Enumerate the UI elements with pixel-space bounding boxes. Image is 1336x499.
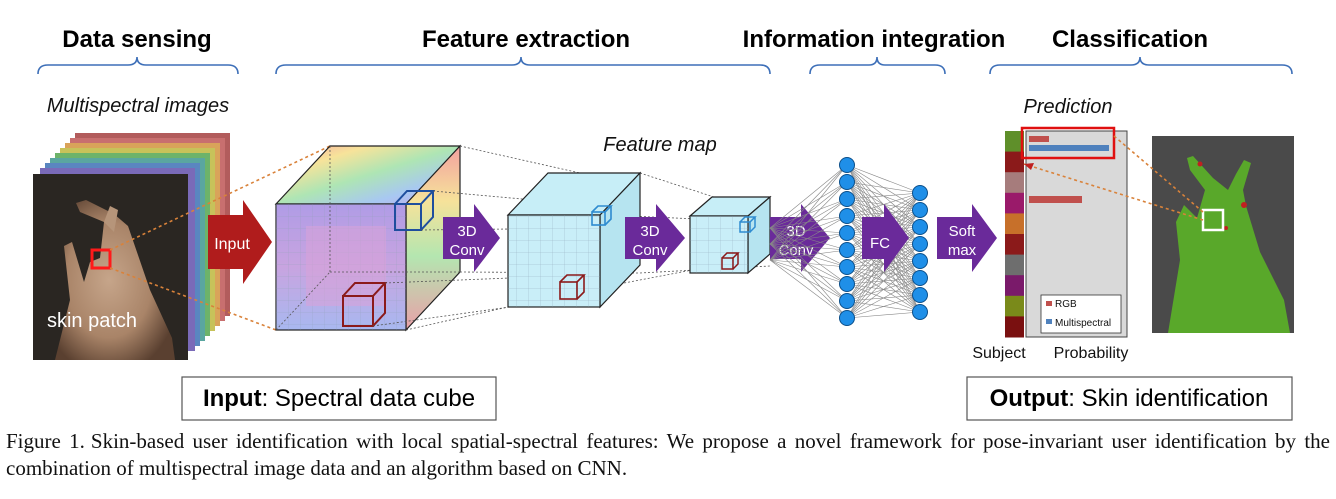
label-subject: Subject [972,345,1026,362]
brace-information-integration [809,56,946,75]
bar-multispectral-top [1029,145,1109,151]
subject-swatch [1005,234,1024,256]
label-skin-patch: skin patch [47,310,137,332]
conv-arrow-a [443,204,500,272]
label-multispectral-images: Multispectral images [47,95,229,117]
skin-patch-marker [90,248,112,270]
subject-swatch [1005,316,1024,338]
softmax-arrow [937,204,997,272]
input-box-bold: Input [203,385,262,412]
label-feature-map: Feature map [603,134,716,156]
input-box-text: : Spectral data cube [262,385,475,412]
conv-arrow-b-line1: 3D [640,223,659,240]
network-node-layer1 [839,157,855,173]
prediction-highlight [1020,126,1116,160]
legend-multispectral: Multispectral [1055,318,1111,329]
subject-swatch [1005,192,1024,214]
legend-box [1040,294,1122,334]
softmax-arrow-line1: Soft [949,223,977,240]
network-node-layer1 [839,293,855,309]
output-link-arrowhead [1024,163,1034,170]
network-node-layer1 [839,174,855,190]
conv-arrow-b-line2: Conv [632,242,668,259]
network-node-layer1 [839,276,855,292]
zoom-line-top [109,145,331,251]
network-node-layer1 [839,242,855,258]
kernel-cube-blue [394,190,436,231]
output-box-bold: Output [990,385,1069,412]
network-node-layer1 [839,310,855,326]
label-probability: Probability [1054,345,1129,362]
fc-arrow [862,204,909,272]
spectral-data-cube [274,144,462,332]
output-link-line-2 [1113,135,1204,213]
caption-text: Skin-based user identification with loca… [6,429,1330,480]
network-node-layer2 [912,236,928,252]
conv-arrow-a-line1: 3D [457,223,476,240]
brace-data-sensing [37,56,239,75]
svg-text:Input: Spectral data cube: Input: Spectral data cube [203,385,475,412]
legend-rgb: RGB [1055,299,1077,310]
subject-swatch [1005,172,1024,194]
network-node-layer2 [912,202,928,218]
network-node-layer2 [912,219,928,235]
label-prediction: Prediction [1024,96,1113,118]
brace-feature-extraction [275,56,771,75]
diagram-canvas: Data sensing Feature extraction Informat… [33,26,1294,421]
subject-swatch [1005,254,1024,276]
bar-rgb-mid [1029,196,1082,203]
bar-rgb-top [1029,136,1049,142]
caption-label: Figure 1. [6,429,85,453]
figure-caption: Figure 1.Skin-based user identification … [6,428,1330,482]
probability-chart [1020,126,1128,338]
input-arrow-label: Input [214,236,250,253]
conv-arrow-b [625,204,685,272]
network-node-layer1 [839,208,855,224]
subject-swatch [1005,213,1024,235]
input-box: Input: Spectral data cube [181,376,497,421]
output-box: Output: Skin identification [966,376,1293,421]
subject-swatch [1005,275,1024,297]
brace-classification [989,56,1293,75]
conv-arrow-a-line2: Conv [449,242,485,259]
stage-classification: Classification [1052,26,1208,53]
input-arrow [208,200,272,284]
feature-cube-2 [688,195,772,275]
subject-color-strip [1005,131,1024,338]
network-node-layer2 [912,253,928,269]
hand-image [55,200,175,360]
output-box-text: : Skin identification [1068,385,1268,412]
softmax-arrow-line2: max [948,242,977,259]
subject-swatch [1005,151,1024,173]
stage-information-integration: Information integration [743,26,1006,53]
feature-cube-1 [506,171,642,309]
network-node-layer1 [839,191,855,207]
network-node-layer2 [912,185,928,201]
stage-feature-extraction: Feature extraction [422,26,630,53]
segmented-hand-image [1152,136,1294,333]
kernel-cube-red [342,282,388,327]
stage-data-sensing: Data sensing [62,26,211,53]
subject-swatch [1005,295,1024,317]
fc-arrow-label: FC [870,235,890,252]
network-nodes [839,157,928,326]
svg-text:Output: Skin identification: Output: Skin identification [990,385,1269,412]
stage-braces [37,56,1293,75]
network-node-layer1 [839,259,855,275]
subject-swatch [1005,131,1024,153]
output-link-line [1023,163,1204,221]
network-node-layer1 [839,225,855,241]
network-node-layer2 [912,287,928,303]
network-node-layer2 [912,304,928,320]
network-node-layer2 [912,270,928,286]
